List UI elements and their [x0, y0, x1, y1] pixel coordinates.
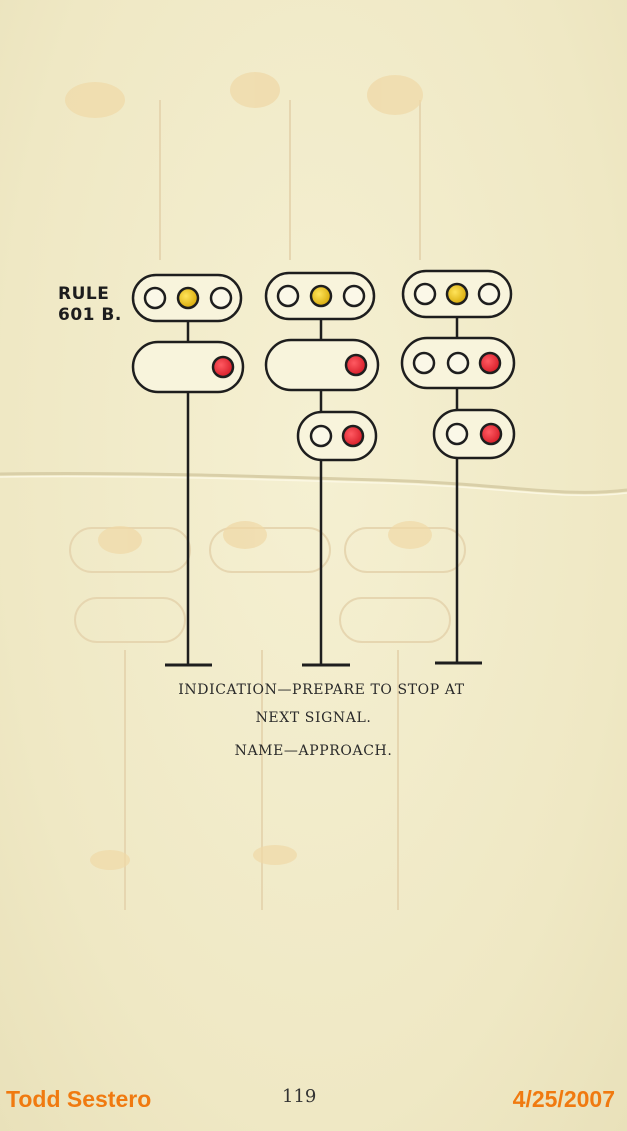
signal-3-lamp-off: [412, 351, 436, 375]
signal-2-lamp-red: [344, 353, 368, 377]
signal-3-bottom-head: [432, 408, 516, 460]
signal-2-lamp-off: [342, 284, 366, 308]
credit-date: 4/25/2007: [512, 1086, 615, 1112]
signal-1: [131, 273, 245, 667]
rule-label-line1: RULE: [58, 284, 110, 304]
signal-1-lamp-red: [211, 355, 235, 379]
signal-3-lamp-off: [446, 351, 470, 375]
signal-1-lamp-off: [209, 286, 233, 310]
signal-2-lamp-red: [341, 424, 365, 448]
paper-fold-crease: [0, 471, 627, 497]
indication-line-1: INDICATION—PREPARE TO STOP AT: [178, 682, 465, 698]
signal-3: [400, 269, 516, 665]
signal-1-lamp-off: [143, 286, 167, 310]
signal-3-lamp-red: [479, 422, 503, 446]
signal-3-lamp-off: [413, 282, 437, 306]
signal-2-lamp-yellow: [309, 284, 333, 308]
signal-3-lamp-off: [477, 282, 501, 306]
rule-label-line2: 601 B.: [58, 305, 122, 325]
signal-3-lamp-off: [445, 422, 469, 446]
signal-2-lamp-off: [309, 424, 333, 448]
credit-author: Todd Sestero: [6, 1086, 152, 1112]
signal-name: NAME—APPROACH.: [234, 743, 393, 759]
page-number: 119: [282, 1086, 317, 1107]
signal-2-lamp-off: [276, 284, 300, 308]
indication-line-2: NEXT SIGNAL.: [255, 710, 372, 726]
rule-label: RULE 601 B.: [58, 284, 122, 326]
signal-2-bottom-head: [296, 410, 378, 462]
signal-1-lamp-yellow: [176, 286, 200, 310]
signal-2: [264, 271, 380, 667]
signal-3-lamp-red: [478, 351, 502, 375]
signal-3-lamp-yellow: [445, 282, 469, 306]
